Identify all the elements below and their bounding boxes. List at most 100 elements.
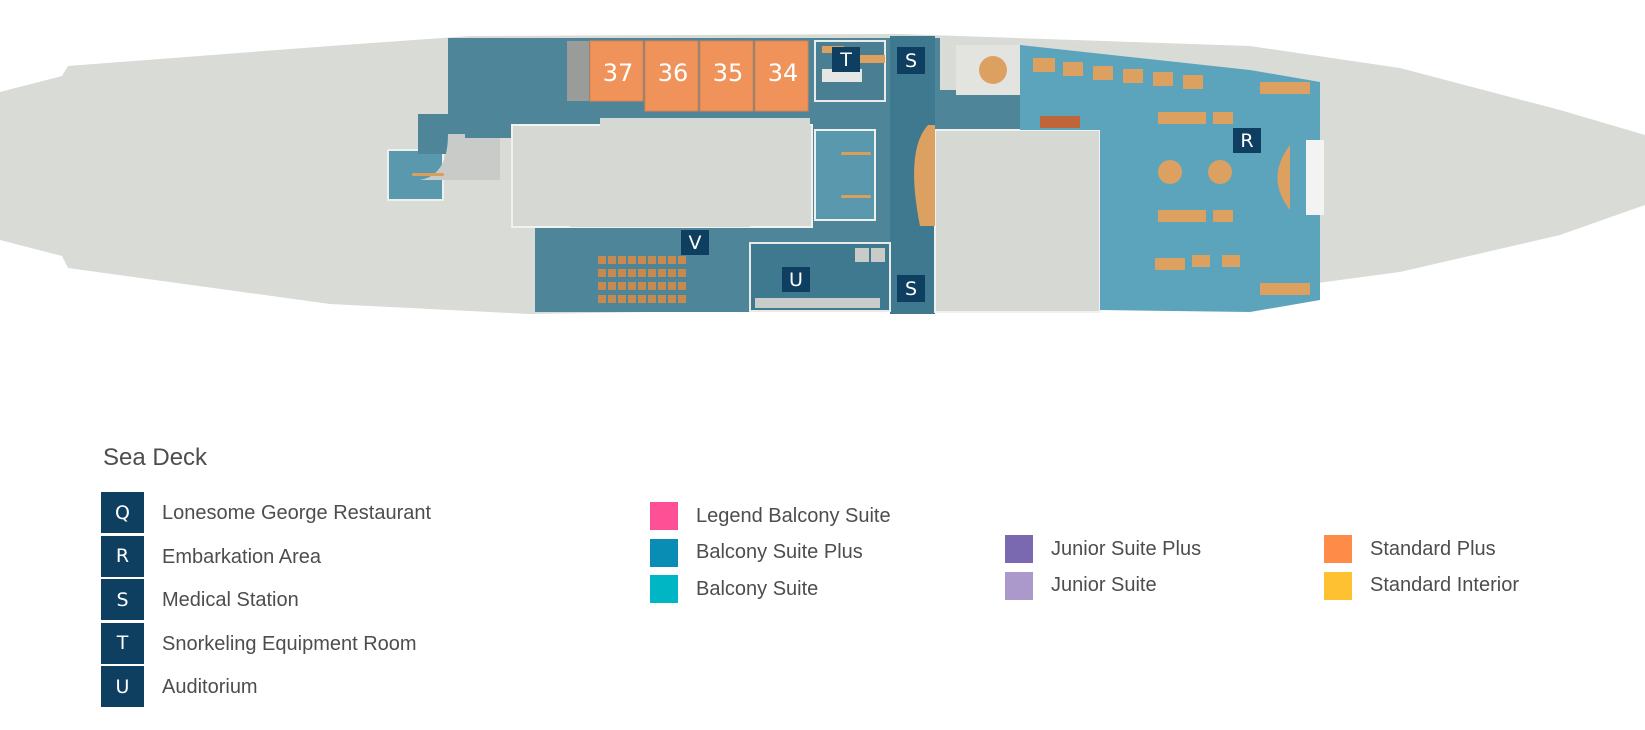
seat bbox=[608, 256, 616, 264]
facility-label: Medical Station bbox=[162, 589, 299, 612]
round-table bbox=[1208, 160, 1232, 184]
facility-label: Embarkation Area bbox=[162, 545, 321, 568]
dining-table bbox=[1192, 255, 1210, 267]
category-label: Legend Balcony Suite bbox=[696, 504, 891, 527]
facility-item: T Snorkeling Equipment Room bbox=[101, 622, 431, 667]
marker-s-top[interactable]: S bbox=[897, 47, 925, 74]
cabin-35[interactable]: 35 bbox=[699, 40, 754, 112]
seat bbox=[648, 269, 656, 277]
category-item: Balcony Suite Plus bbox=[650, 535, 891, 572]
lecture-seating bbox=[598, 256, 686, 303]
seat bbox=[668, 295, 676, 303]
category-item: Standard Interior bbox=[1324, 568, 1519, 605]
dining-table bbox=[1213, 112, 1233, 124]
marker-u[interactable]: U bbox=[782, 267, 810, 292]
cabin-number: 35 bbox=[713, 59, 744, 87]
dining-table bbox=[1260, 82, 1310, 94]
round-table bbox=[1158, 160, 1182, 184]
category-swatch bbox=[650, 502, 678, 531]
dining-table bbox=[1158, 112, 1206, 124]
category-swatch bbox=[650, 575, 678, 604]
svg-text:V: V bbox=[689, 232, 702, 254]
seat bbox=[658, 282, 666, 290]
seat bbox=[678, 269, 686, 277]
seat bbox=[618, 269, 626, 277]
category-label: Junior Suite bbox=[1051, 574, 1157, 597]
seat bbox=[618, 295, 626, 303]
seat bbox=[638, 269, 646, 277]
seat bbox=[598, 269, 606, 277]
cabin-number: 36 bbox=[658, 59, 689, 87]
seat bbox=[668, 282, 676, 290]
svg-text:U: U bbox=[789, 269, 803, 291]
deck-plan: 37 36 35 34 T S S R V bbox=[0, 34, 1645, 314]
category-label: Balcony Suite bbox=[696, 577, 819, 600]
seat bbox=[608, 282, 616, 290]
service-block bbox=[934, 129, 1101, 313]
svg-text:S: S bbox=[905, 50, 917, 72]
marker-s-bottom[interactable]: S bbox=[897, 275, 925, 302]
cabin-36[interactable]: 36 bbox=[644, 40, 699, 112]
category-swatch bbox=[1005, 571, 1033, 600]
dining-table bbox=[1183, 75, 1203, 89]
svg-text:R: R bbox=[1240, 130, 1253, 152]
seat bbox=[638, 295, 646, 303]
seat bbox=[628, 282, 636, 290]
seat bbox=[598, 295, 606, 303]
facility-letter-badge: U bbox=[101, 666, 144, 708]
deck-title: Sea Deck bbox=[103, 444, 208, 471]
facility-letter-badge: Q bbox=[101, 492, 144, 534]
category-label: Balcony Suite Plus bbox=[696, 541, 863, 564]
seat bbox=[628, 269, 636, 277]
cabin-34[interactable]: 34 bbox=[754, 40, 809, 112]
cabin-37[interactable]: 37 bbox=[589, 40, 644, 102]
cabin-number: 34 bbox=[768, 59, 799, 87]
category-label: Junior Suite Plus bbox=[1051, 537, 1202, 560]
seat bbox=[638, 256, 646, 264]
facility-label: Snorkeling Equipment Room bbox=[162, 632, 417, 655]
facility-item: Q Lonesome George Restaurant bbox=[101, 492, 431, 536]
facility-label: Lonesome George Restaurant bbox=[162, 502, 432, 525]
seat bbox=[638, 282, 646, 290]
marker-v[interactable]: V bbox=[681, 230, 709, 255]
marker-r[interactable]: R bbox=[1233, 128, 1261, 153]
dining-table bbox=[1222, 255, 1240, 267]
category-label: Standard Plus bbox=[1370, 537, 1496, 560]
seat bbox=[598, 256, 606, 264]
dining-table bbox=[1063, 62, 1083, 76]
central-void bbox=[511, 124, 813, 228]
seat bbox=[658, 295, 666, 303]
category-item: Balcony Suite bbox=[650, 571, 891, 608]
seat bbox=[598, 282, 606, 290]
marker-t[interactable]: T bbox=[832, 47, 860, 72]
seat bbox=[668, 269, 676, 277]
seat bbox=[628, 256, 636, 264]
seat bbox=[618, 282, 626, 290]
seat bbox=[628, 295, 636, 303]
cabin-number: 37 bbox=[603, 59, 634, 87]
seat bbox=[648, 282, 656, 290]
seat bbox=[658, 269, 666, 277]
dining-table bbox=[1260, 283, 1310, 295]
dining-table bbox=[1155, 258, 1185, 270]
svg-text:T: T bbox=[839, 49, 852, 71]
facility-item: R Embarkation Area bbox=[101, 535, 431, 580]
seat bbox=[608, 295, 616, 303]
dining-table bbox=[1158, 210, 1206, 222]
category-swatch bbox=[650, 538, 678, 567]
category-item: Legend Balcony Suite bbox=[650, 498, 891, 535]
seat bbox=[678, 295, 686, 303]
category-swatch bbox=[1324, 571, 1352, 600]
facility-letter-badge: R bbox=[101, 535, 144, 577]
seat bbox=[678, 256, 686, 264]
dining-table bbox=[1093, 66, 1113, 80]
seat bbox=[648, 256, 656, 264]
category-label: Standard Interior bbox=[1370, 574, 1519, 597]
category-item: Junior Suite bbox=[1005, 568, 1201, 605]
seat bbox=[668, 256, 676, 264]
facility-letter-badge: T bbox=[101, 622, 144, 664]
